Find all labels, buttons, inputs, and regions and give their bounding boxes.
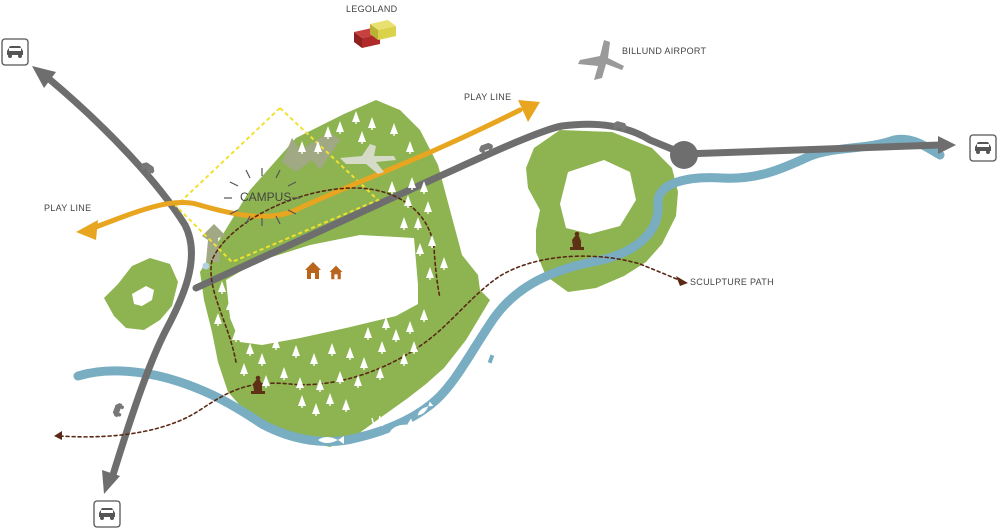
car-icon-east (969, 134, 997, 162)
play-line (85, 107, 523, 233)
play-line-arrow-east (518, 100, 540, 122)
campus-arrow-upper (282, 132, 340, 172)
airplane-park-icon (340, 144, 396, 174)
road-diagonal (192, 120, 944, 292)
play-line-label-top: PLAY LINE (464, 92, 511, 102)
campus-arrow-lower (202, 224, 226, 262)
park-east-green-area (526, 130, 678, 292)
car-icon-northwest (1, 38, 29, 66)
house-icon-small (329, 265, 343, 280)
legoland-label: LEGOLAND (346, 4, 398, 14)
lego-bricks-icon (354, 20, 396, 48)
park-west-green-area (104, 258, 178, 330)
road-arrow-east (938, 136, 956, 154)
river-fragment (487, 354, 495, 364)
airplane-icon (578, 40, 624, 80)
play-line-label-left: PLAY LINE (44, 203, 91, 213)
road-arrow-south (102, 470, 120, 494)
car-icon-south (93, 500, 121, 528)
water-splash-icon (371, 415, 387, 427)
car-on-road-icon (111, 402, 125, 419)
play-line-arrow-west (76, 220, 98, 240)
road-north-south (44, 74, 195, 482)
airport-label: BILLUND AIRPORT (622, 46, 707, 56)
campus-label: CAMPUS (240, 190, 291, 204)
roundabout (670, 141, 698, 169)
road-arrow-northwest (32, 66, 56, 88)
house-icon (305, 262, 321, 279)
sculpture-path-label: SCULPTURE PATH (690, 277, 774, 287)
sculpture-path-arrow-east (676, 276, 688, 286)
bus-stop-marker (202, 262, 210, 270)
road-network (44, 74, 944, 482)
river (73, 134, 945, 447)
sculpture-path-arrow-west (54, 431, 62, 440)
campus-burst-icon (224, 168, 300, 226)
